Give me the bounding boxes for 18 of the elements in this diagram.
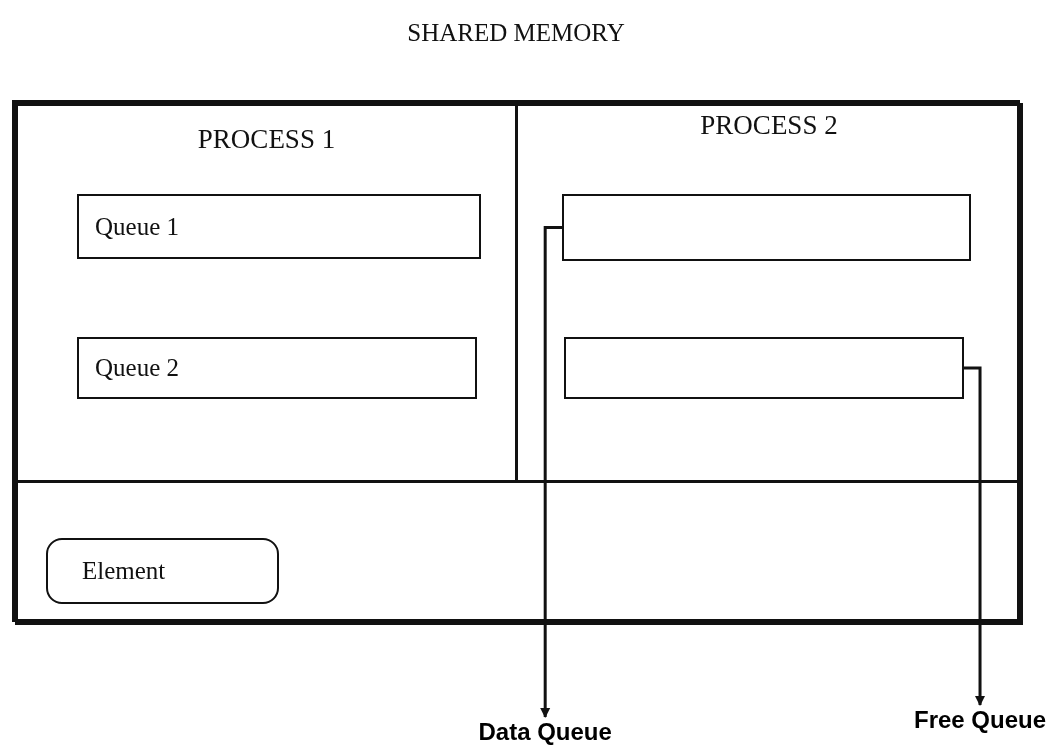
block-heading: SHARED MEMORY: [406, 19, 626, 47]
queue-box: [77, 337, 477, 399]
box-label: Queue 2: [95, 354, 179, 382]
queue-box: [77, 194, 481, 259]
queue-box: [562, 194, 971, 261]
queue-box: [564, 337, 964, 399]
element-panel: [15, 480, 1023, 625]
panel-heading: PROCESS 2: [699, 110, 839, 141]
box-label: Queue 1: [95, 212, 179, 241]
element-box: [46, 538, 279, 604]
box-label: Element: [82, 557, 166, 585]
arrow: [964, 366, 985, 706]
queue-label: Data Queue: [478, 718, 612, 746]
arrow: [540, 226, 562, 718]
process-panel: [515, 103, 1023, 483]
panel-heading: PROCESS 1: [196, 124, 337, 155]
process-panel: [15, 103, 518, 483]
queue-label: Free Queue: [914, 706, 1047, 734]
